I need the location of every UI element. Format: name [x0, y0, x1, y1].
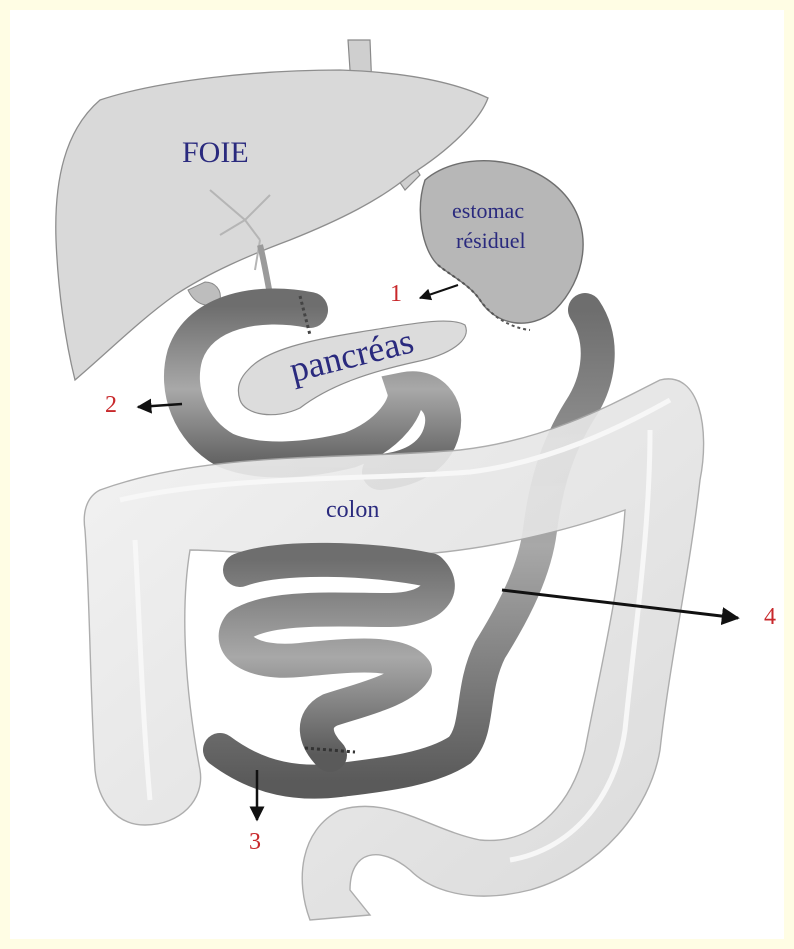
marker-2: 2 [105, 393, 117, 417]
diagram-canvas: FOIE estomac résiduel pancréas colon 1 2… [10, 10, 784, 939]
marker-4: 4 [764, 605, 776, 629]
liver-label: FOIE [182, 138, 249, 168]
anatomy-illustration [10, 10, 784, 939]
small-bowel-loops [236, 560, 438, 755]
marker-3: 3 [249, 830, 261, 854]
stomach-label-line1: estomac [452, 200, 524, 222]
colon-label: colon [326, 498, 379, 522]
marker-1: 1 [390, 282, 402, 306]
arrow-1 [420, 285, 458, 298]
stomach-label-line2: résiduel [456, 230, 526, 252]
